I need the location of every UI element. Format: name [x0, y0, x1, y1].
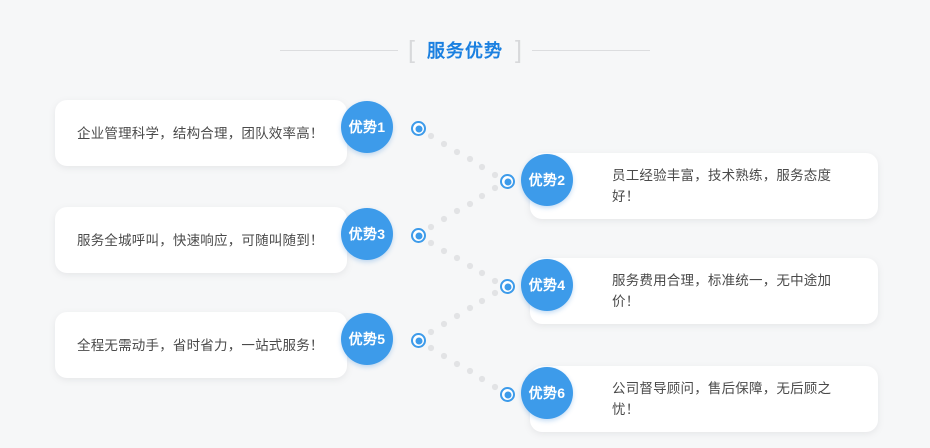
section-title-row: [ 服务优势 ] — [0, 32, 930, 68]
node-marker-3[interactable] — [411, 228, 426, 243]
advantage-badge-3[interactable]: 优势3 — [341, 208, 393, 260]
node-marker-2[interactable] — [500, 174, 515, 189]
advantage-text-6: 公司督导顾问，售后保障，无后顾之忧！ — [612, 381, 832, 417]
bracket-right-icon: ] — [515, 35, 522, 64]
page-title: 服务优势 — [427, 41, 503, 61]
advantage-card-1[interactable]: 企业管理科学，结构合理，团队效率高！ — [55, 100, 347, 166]
node-marker-6[interactable] — [500, 387, 515, 402]
advantage-badge-1[interactable]: 优势1 — [341, 101, 393, 153]
advantage-badge-5[interactable]: 优势5 — [341, 313, 393, 365]
advantage-card-5[interactable]: 全程无需动手，省时省力，一站式服务！ — [55, 312, 347, 378]
node-marker-1[interactable] — [411, 121, 426, 136]
advantage-badge-4[interactable]: 优势4 — [521, 259, 573, 311]
advantage-badge-6[interactable]: 优势6 — [521, 367, 573, 419]
advantage-card-3[interactable]: 服务全城呼叫，快速响应，可随叫随到！ — [55, 207, 347, 273]
advantage-text-1: 企业管理科学，结构合理，团队效率高！ — [77, 125, 324, 141]
title-rule-right — [531, 49, 650, 51]
advantage-card-4[interactable]: 服务费用合理，标准统一，无中途加价！ — [530, 258, 878, 324]
advantage-card-6[interactable]: 公司督导顾问，售后保障，无后顾之忧！ — [530, 366, 878, 432]
advantage-text-2: 员工经验丰富，技术熟练，服务态度好！ — [612, 168, 832, 204]
advantage-badge-2[interactable]: 优势2 — [521, 154, 573, 206]
title-rule-left — [280, 49, 399, 51]
advantage-text-5: 全程无需动手，省时省力，一站式服务！ — [77, 337, 324, 353]
advantage-card-2[interactable]: 员工经验丰富，技术熟练，服务态度好！ — [530, 153, 878, 219]
node-marker-4[interactable] — [500, 279, 515, 294]
bracket-left-icon: [ — [408, 35, 415, 64]
advantage-text-4: 服务费用合理，标准统一，无中途加价！ — [612, 273, 832, 309]
node-marker-5[interactable] — [411, 333, 426, 348]
advantage-text-3: 服务全城呼叫，快速响应，可随叫随到！ — [77, 232, 324, 248]
